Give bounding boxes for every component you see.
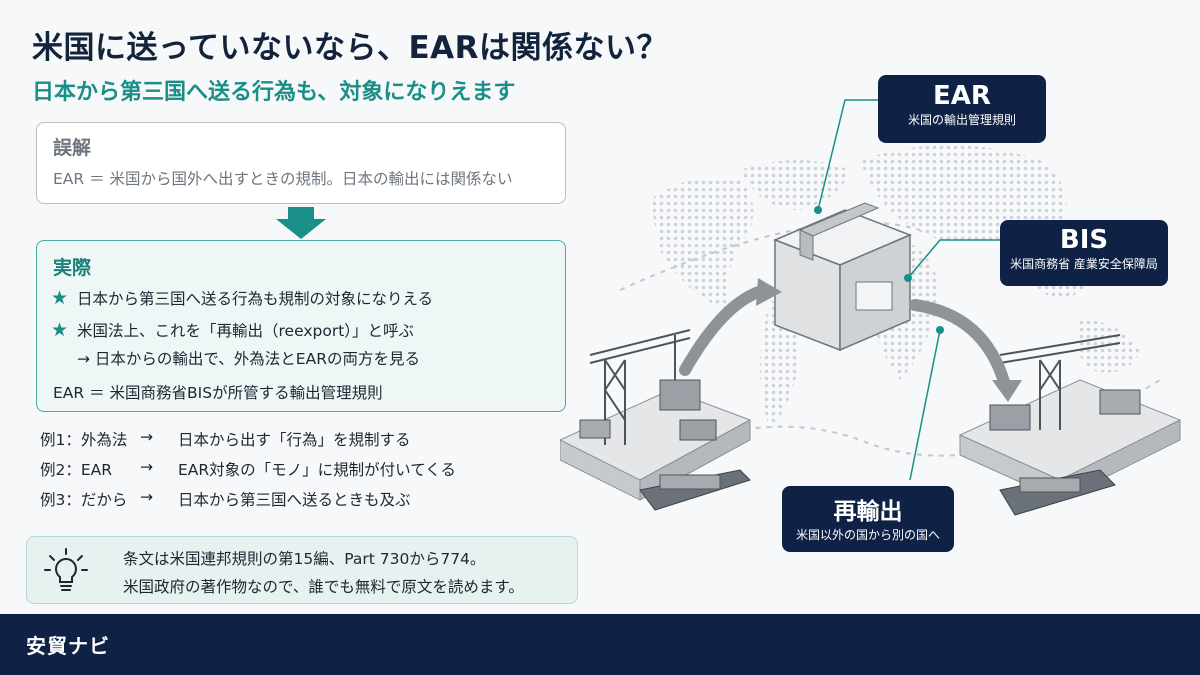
example-row: 例3：だから → 日本から第三国へ送るときも及ぶ [40, 488, 411, 510]
example-text: 日本から出す「行為」を規制する [178, 431, 411, 449]
footer-bar: 安貿ナビ [0, 614, 1200, 675]
note-box: 条文は米国連邦規則の第15編、Part 730から774。 米国政府の著作物なの… [26, 536, 578, 604]
misconception-text: EAR ＝ 米国から国外へ出すときの規制。日本の輸出には関係ない [53, 170, 513, 188]
page-subtitle: 日本から第三国へ送る行為も、対象になりえます [32, 80, 516, 105]
reality-point-2: ★ 米国法上、これを「再輸出（reexport）」と呼ぶ [51, 319, 414, 341]
ear-label-sub: 米国の輸出管理規則 [907, 113, 1016, 127]
origin-port [560, 329, 752, 511]
reality-point-1-text: 日本から第三国へ送る行為も規制の対象になりえる [77, 290, 434, 308]
page-title: 米国に送っていないなら、EARは関係ない？ [32, 30, 668, 66]
cargo-box-icon [773, 202, 912, 352]
reality-point-2-text: 米国法上、これを「再輸出（reexport）」と呼ぶ [77, 322, 415, 340]
misconception-heading: 誤解 [53, 137, 92, 159]
example-arrow: → [140, 428, 153, 446]
reality-point-2-sub: → 日本からの輸出で、外為法とEARの両方を見る [77, 350, 420, 368]
down-arrow-icon [276, 207, 326, 239]
example-arrow: → [140, 458, 153, 476]
star-icon: ★ [51, 319, 69, 341]
bis-label-sub: 米国商務省 産業安全保障局 [1010, 257, 1158, 271]
example-arrow: → [140, 488, 153, 506]
reality-box: 実際 ★ 日本から第三国へ送る行為も規制の対象になりえる ★ 米国法上、これを「… [36, 240, 566, 412]
reexport-label-title: 再輸出 [833, 499, 903, 525]
example-label: 例1：外為法 [40, 431, 128, 449]
reexport-label: 再輸出 米国以外の国から別の国へ [782, 486, 954, 552]
brand-name: 安貿ナビ [26, 634, 110, 658]
reality-point-1: ★ 日本から第三国へ送る行為も規制の対象になりえる [51, 287, 433, 309]
example-label: 例3：だから [40, 491, 128, 509]
reality-heading: 実際 [53, 257, 92, 279]
reality-definition: EAR ＝ 米国商務省BISが所管する輸出管理規則 [53, 384, 383, 402]
destination-port [958, 334, 1182, 516]
example-text: 日本から第三国へ送るときも及ぶ [178, 491, 411, 509]
note-line-1: 条文は米国連邦規則の第15編、Part 730から774。 [123, 550, 486, 568]
lightbulb-icon [44, 548, 88, 591]
example-row: 例2：EAR → EAR対象の「モノ」に規制が付いてくる [40, 458, 456, 480]
bis-label: BIS 米国商務省 産業安全保障局 [1000, 220, 1168, 286]
bis-label-title: BIS [1059, 225, 1109, 255]
note-line-2: 米国政府の著作物なので、誰でも無料で原文を読めます。 [123, 578, 524, 596]
ear-label: EAR 米国の輸出管理規則 [878, 75, 1046, 143]
example-text: EAR対象の「モノ」に規制が付いてくる [178, 461, 456, 479]
star-icon: ★ [51, 287, 69, 309]
reexport-label-sub: 米国以外の国から別の国へ [795, 528, 940, 542]
misconception-box: 誤解 EAR ＝ 米国から国外へ出すときの規制。日本の輸出には関係ない [36, 122, 566, 204]
example-label: 例2：EAR [40, 461, 113, 479]
ear-label-title: EAR [933, 81, 991, 111]
example-row: 例1：外為法 → 日本から出す「行為」を規制する [40, 428, 411, 450]
